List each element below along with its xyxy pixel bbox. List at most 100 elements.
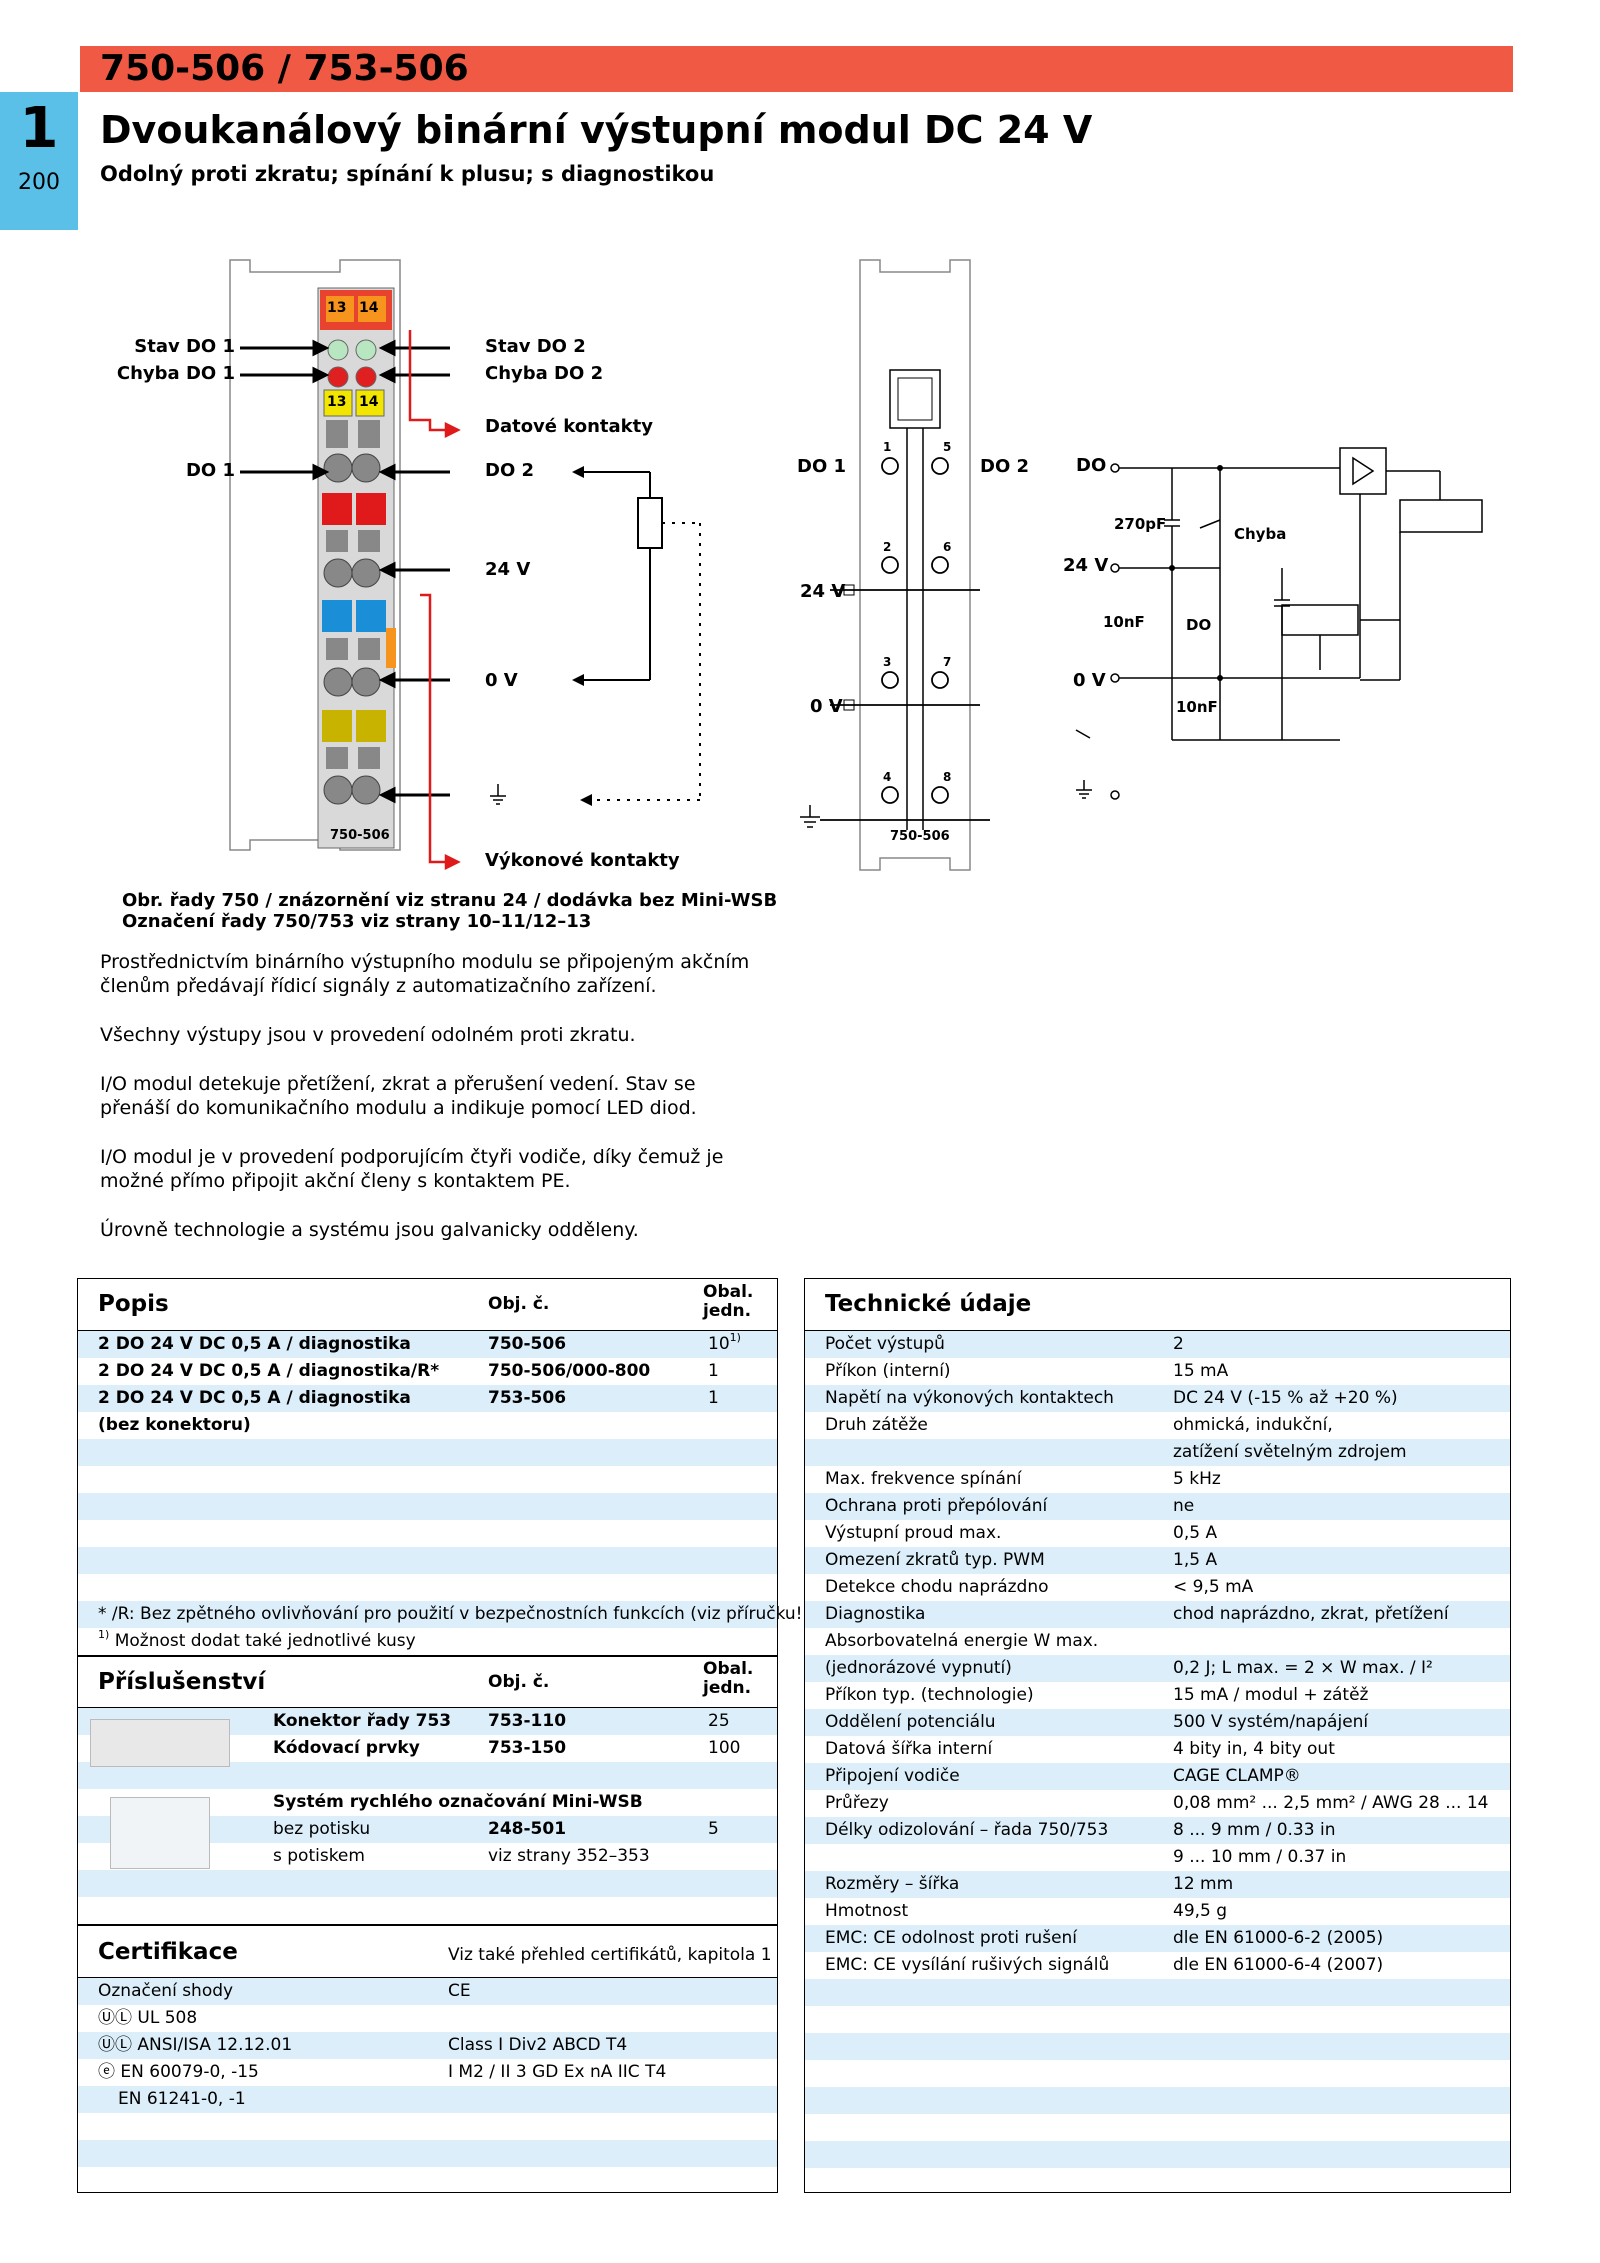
schematic-c1: 270pF [1114, 515, 1167, 533]
tech-row: Detekce chodu naprázdno< 9,5 mA [805, 1574, 1510, 1601]
header-bar [80, 46, 1513, 92]
tech-row: Ochrana proti přepólování ne [805, 1493, 1510, 1520]
connector-image [90, 1719, 230, 1767]
tech-row-name: Omezení zkratů typ. PWM [825, 1550, 1045, 1570]
tech-row-name: EMC: CE odolnost proti rušení [825, 1928, 1078, 1948]
module-illustration [229, 259, 701, 871]
tech-row-empty [805, 2060, 1510, 2087]
popis-title: Popis [98, 1291, 169, 1317]
divider [78, 1924, 777, 1926]
popis-col-obal: Obal.jedn. [703, 1282, 754, 1321]
pin-5: 5 [943, 440, 952, 454]
paragraph-4: I/O modul je v provedení podporujícím čt… [100, 1146, 724, 1192]
label-datove-kontakty: Datové kontakty [485, 416, 653, 437]
divider [78, 1330, 777, 1332]
schematic-chyba: Chyba [1234, 525, 1287, 543]
tech-row-value: < 9,5 mA [1173, 1577, 1254, 1597]
tech-row-name: Příkon typ. (technologie) [825, 1685, 1034, 1705]
pin-4: 4 [883, 770, 892, 784]
table-row: 2 DO 24 V DC 0,5 A / diagnostika/R*750-5… [98, 1361, 719, 1381]
paragraph-1: Prostřednictvím binárního výstupního mod… [100, 951, 750, 997]
caption-line-2: Označení řady 750/753 viz strany 10–11/1… [122, 911, 592, 932]
tech-row-value: 5 kHz [1173, 1469, 1221, 1489]
tech-row-name: Oddělení potenciálu [825, 1712, 996, 1732]
certifikace-title: Certifikace [98, 1939, 238, 1965]
table-row-empty [78, 1439, 777, 1466]
schematic-0v: 0 V [1073, 670, 1106, 691]
pin-label-do1: DO 1 [797, 456, 847, 477]
figure-caption: Obr. řady 750 / znázornění viz stranu 24… [122, 890, 777, 932]
tech-row-value: ne [1173, 1496, 1195, 1516]
paragraph-2: Všechny výstupy jsou v provedení odolném… [100, 1024, 636, 1046]
pin-2: 2 [883, 540, 892, 554]
tech-row: 9 ... 10 mm / 0.37 in [805, 1844, 1510, 1871]
tech-row-value: zatížení světelným zdrojem [1173, 1442, 1407, 1462]
chapter-number: 1 [19, 96, 59, 161]
tech-row-value: 15 mA / modul + zátěž [1173, 1685, 1369, 1705]
paragraph-3: I/O modul detekuje přetížení, zkrat a př… [100, 1073, 697, 1119]
tech-row: Příkon typ. (technologie) 15 mA / modul +… [805, 1682, 1510, 1709]
label-chyba-do2: Chyba DO 2 [485, 363, 604, 384]
tech-row-value: ohmická, indukční, [1173, 1415, 1333, 1435]
tech-row-value: dle EN 61000-6-2 (2005) [1173, 1928, 1384, 1948]
tech-row: Diagnostika chod naprázdno, zkrat, přetíž… [805, 1601, 1510, 1628]
tech-row-value: CAGE CLAMP® [1173, 1766, 1301, 1786]
table-row-empty [78, 1870, 777, 1897]
tech-row-name: EMC: CE vysílání rušivých signálů [825, 1955, 1110, 1975]
pin-label-do2: DO 2 [980, 456, 1030, 477]
terminal-13-mid: 13 [327, 394, 347, 410]
tech-row-empty [805, 2141, 1510, 2168]
schematic-c3: 10nF [1176, 698, 1218, 716]
tech-row-name: Připojení vodiče [825, 1766, 960, 1786]
table-row-empty [78, 2113, 777, 2140]
tech-row-name: Ochrana proti přepólování [825, 1496, 1048, 1516]
pin-7: 7 [943, 655, 952, 669]
table-row: EN 61241-0, -1 [78, 2086, 777, 2113]
page-subtitle: Odolný proti zkratu; spínání k plusu; s … [100, 162, 715, 186]
tech-row: Připojení vodiče CAGE CLAMP® [805, 1763, 1510, 1790]
tech-row-value: chod naprázdno, zkrat, přetížení [1173, 1604, 1449, 1624]
table-row: (bez konektoru) [98, 1415, 251, 1435]
tech-row-name: Počet výstupů [825, 1334, 945, 1354]
table-row-empty [78, 2140, 777, 2167]
tech-row-name: (jednorázové vypnutí) [825, 1658, 1012, 1678]
schematic-do-led: DO [1186, 616, 1212, 634]
tech-row-name: Diagnostika [825, 1604, 926, 1624]
tech-row-name: Hmotnost [825, 1901, 909, 1921]
tech-row-value: 12 mm [1173, 1874, 1234, 1894]
terminal-14-top: 14 [359, 300, 379, 316]
tech-row-value: dle EN 61000-6-4 (2007) [1173, 1955, 1384, 1975]
tech-row-value: 1,5 A [1173, 1550, 1218, 1570]
table-row-empty [78, 1574, 777, 1601]
certifikace-note: Viz také přehled certifikátů, kapitola 1 [448, 1945, 772, 1965]
tech-row-name: Rozměry – šířka [825, 1874, 960, 1894]
table-row-note: 1) Možnost dodat také jednotlivé kusy [98, 1628, 416, 1651]
tech-row: EMC: CE vysílání rušivých signálů dle EN … [805, 1952, 1510, 1979]
divider [805, 1330, 1510, 1332]
pin-label-0v: 0 V [810, 696, 843, 717]
popis-col-obj: Obj. č. [488, 1294, 550, 1314]
schematic-24v: 24 V [1063, 555, 1109, 576]
circuit-schematic [1075, 447, 1483, 800]
tech-row-empty [805, 1979, 1510, 2006]
tech-row-value: 9 ... 10 mm / 0.37 in [1173, 1847, 1347, 1867]
tech-row-name: Výstupní proud max. [825, 1523, 1002, 1543]
caption-line-1: Obr. řady 750 / znázornění viz stranu 24… [122, 890, 778, 911]
tech-row: (jednorázové vypnutí)0,2 J; L max. = 2 ×… [805, 1655, 1510, 1682]
tech-row-value: 49,5 g [1173, 1901, 1228, 1921]
module-label: 750-506 [330, 828, 390, 843]
tech-row: Hmotnost 49,5 g [805, 1898, 1510, 1925]
label-do1: DO 1 [185, 460, 235, 481]
tech-row: Omezení zkratů typ. PWM 1,5 A [805, 1547, 1510, 1574]
tech-row-value: 15 mA [1173, 1361, 1229, 1381]
paragraph-5: Úrovně technologie a systému jsou galvan… [100, 1219, 639, 1241]
tech-row: EMC: CE odolnost proti rušení dle EN 6100… [805, 1925, 1510, 1952]
tech-row-name: Max. frekvence spínání [825, 1469, 1022, 1489]
label-do2: DO 2 [485, 460, 535, 481]
